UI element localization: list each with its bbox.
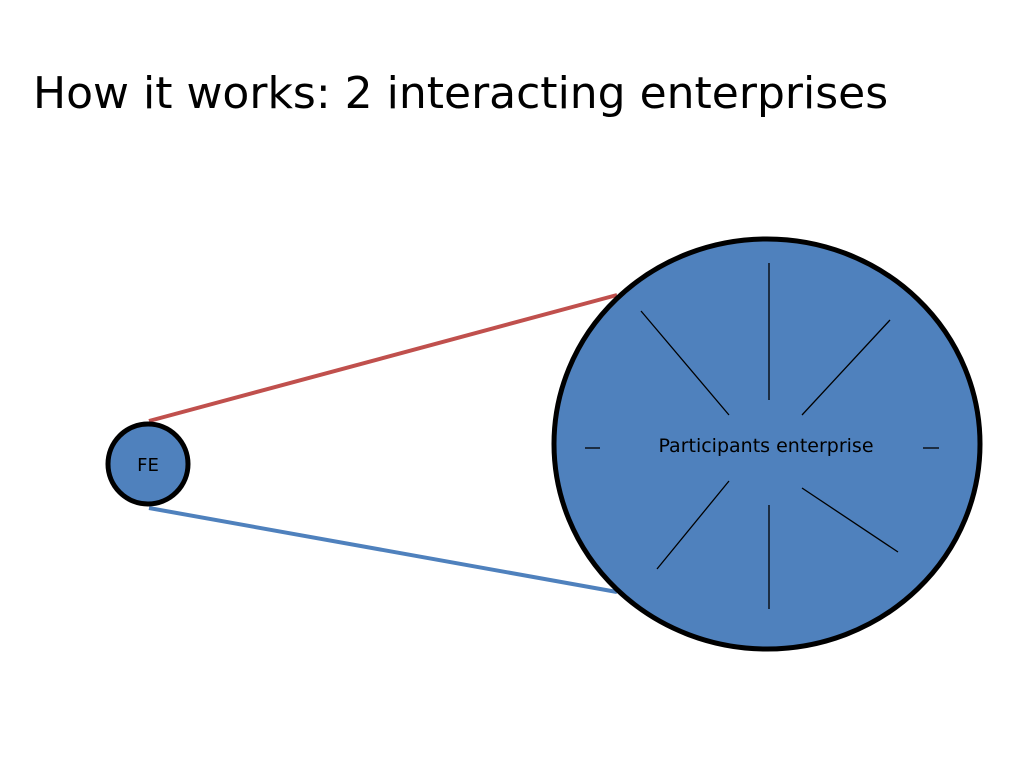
upper-connector-line [148,293,618,423]
spoke-bottom-right [801,487,899,553]
participants-enterprise-circle [551,236,983,652]
lower-connector-line [148,506,618,594]
slide-title: How it works: 2 interacting enterprises [33,68,889,119]
participants-enterprise-label: Participants enterprise [658,435,873,457]
spoke-top-left [640,310,730,416]
fe-circle [105,421,191,507]
spoke-top-right [801,319,891,416]
participant-spokes [585,263,939,609]
fe-label: FE [137,455,159,476]
spoke-bottom-left [656,480,730,570]
